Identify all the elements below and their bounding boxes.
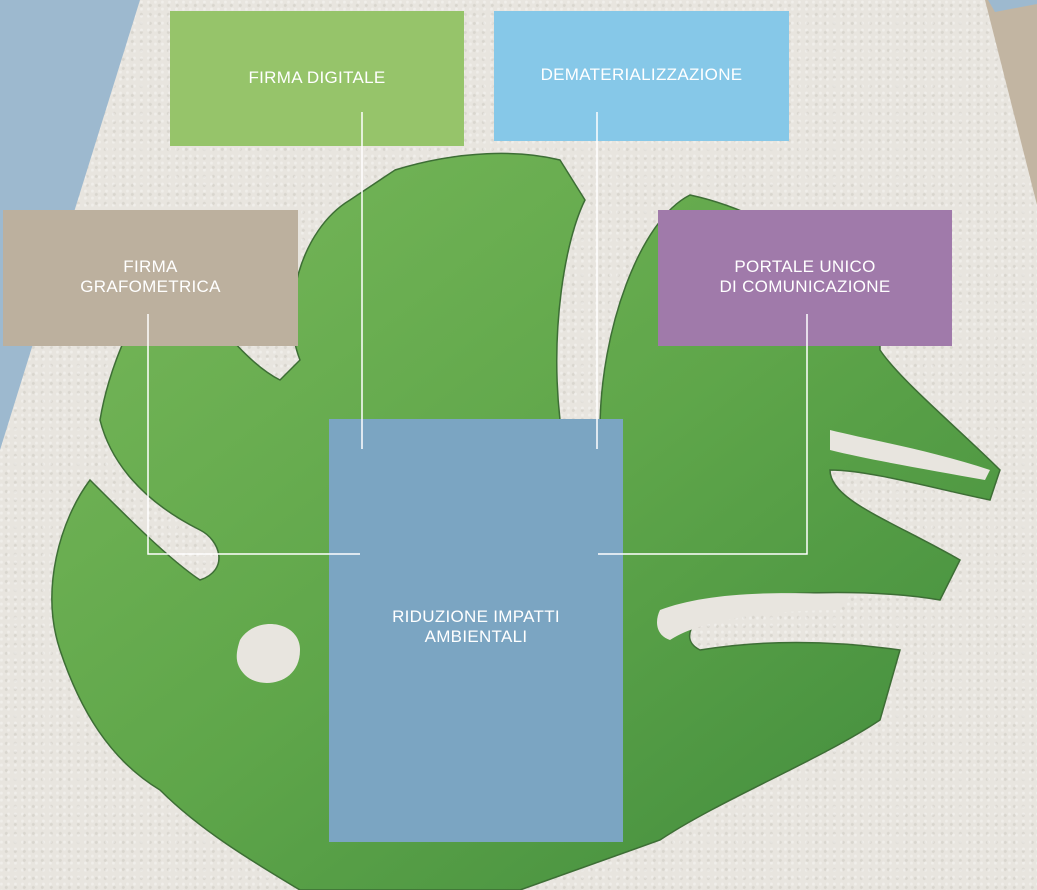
node-firma-grafometrica: FIRMA GRAFOMETRICA [3,210,298,346]
node-dematerializzazione-label: DEMATERIALIZZAZIONE [540,65,743,84]
right-beige-panel [985,0,1037,205]
node-dematerializzazione: DEMATERIALIZZAZIONE [494,11,789,141]
node-portale-unico-label: PORTALE UNICO DI COMUNICAZIONE [719,257,891,296]
node-firma-digitale-label: FIRMA DIGITALE [248,68,386,87]
node-riduzione-impatti-label: RIDUZIONE IMPATTI AMBIENTALI [392,607,560,646]
node-portale-unico: PORTALE UNICO DI COMUNICAZIONE [658,210,952,346]
node-firma-digitale: FIRMA DIGITALE [170,11,464,146]
node-firma-grafometrica-label: FIRMA GRAFOMETRICA [80,257,221,296]
node-riduzione-impatti: RIDUZIONE IMPATTI AMBIENTALI [329,419,623,842]
right-blue-corner [988,0,1037,12]
